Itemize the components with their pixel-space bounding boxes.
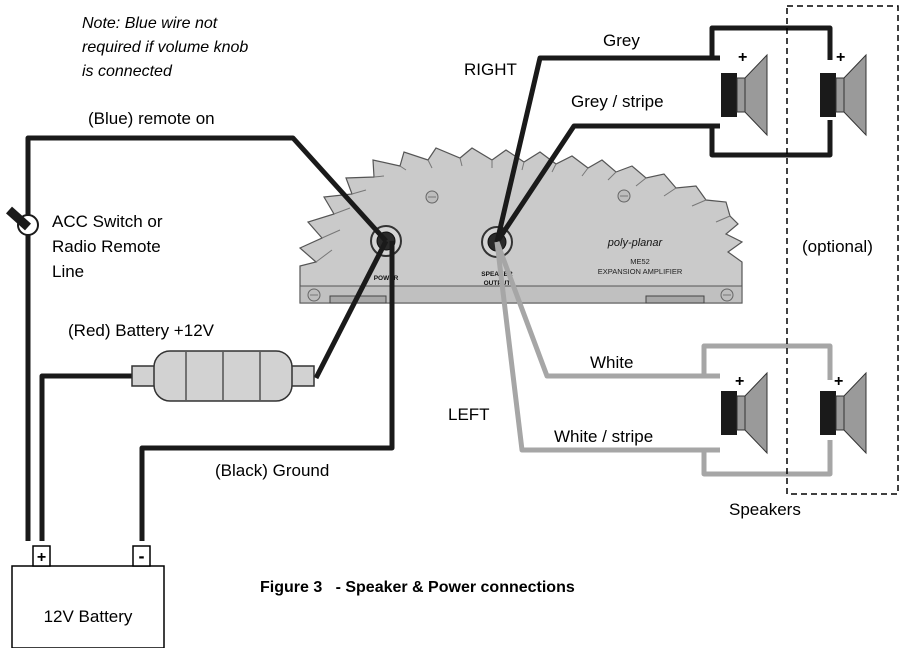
amplifier-foot-right <box>645 295 705 304</box>
speaker-wires <box>494 25 833 477</box>
white-wire-label: White <box>590 353 633 372</box>
black-wire-label: (Black) Ground <box>215 461 329 480</box>
optional-label: (optional) <box>802 237 873 256</box>
grey-stripe-wire-label: Grey / stripe <box>571 92 664 111</box>
amplifier-heatsink-fins <box>298 147 744 304</box>
amplifier-model: ME52 <box>630 257 650 266</box>
blue-remote-wire <box>25 135 388 541</box>
note-line-1: Note: Blue wire not <box>82 15 218 32</box>
grey-wire-label: Grey <box>603 31 640 50</box>
right-channel-label: RIGHT <box>464 60 517 79</box>
battery-minus-sign: - <box>139 546 145 566</box>
speakers-label: Speakers <box>729 500 801 519</box>
black-ground-wire <box>139 241 395 541</box>
power-jack-label: POWER <box>374 275 399 282</box>
speaker-right-main: + <box>721 49 768 137</box>
optional-speakers-box <box>786 5 899 495</box>
left-optional-return <box>701 440 833 477</box>
amplifier-fin-lines <box>315 157 731 263</box>
battery-label: 12V Battery <box>44 607 133 626</box>
right-optional-loop <box>709 25 833 60</box>
speaker-plus-sign: + <box>836 49 845 66</box>
right-optional-return <box>709 120 833 158</box>
red-battery-wire-to-battery <box>39 373 132 541</box>
amplifier-type: EXPANSION AMPLIFIER <box>598 267 683 276</box>
red-wire-label: (Red) Battery +12V <box>68 321 215 340</box>
battery-negative-terminal <box>132 545 151 567</box>
power-wires <box>25 135 395 541</box>
figure-caption: Figure 3 - Speaker & Power connections <box>260 579 575 596</box>
speaker-left-main: + <box>721 371 768 455</box>
grey-wire <box>494 55 720 243</box>
output-jack-label-1: SPEAKER <box>481 271 513 278</box>
speaker-plus-sign: + <box>834 373 843 390</box>
inline-fuse <box>131 350 315 402</box>
blue-wire-label: (Blue) remote on <box>88 109 215 128</box>
battery-plus-sign: + <box>37 549 46 566</box>
white-stripe-wire <box>494 241 720 453</box>
grey-stripe-wire <box>494 123 720 244</box>
acc-switch[interactable] <box>5 206 39 236</box>
acc-switch-lever <box>5 206 32 231</box>
output-jack-label-2: OUTPUT <box>484 280 511 287</box>
speaker-left-optional: + <box>820 371 867 455</box>
battery-body <box>11 565 165 649</box>
speaker-plus-sign: + <box>735 373 744 390</box>
left-channel-label: LEFT <box>448 405 490 424</box>
speaker-plus-sign: + <box>738 49 747 66</box>
acc-label-line-2: Radio Remote <box>52 237 161 256</box>
amplifier-brand: poly-planar <box>607 237 664 249</box>
left-optional-loop <box>701 343 833 380</box>
red-battery-wire <box>313 239 389 380</box>
battery-positive-terminal <box>32 545 51 567</box>
white-stripe-wire-label: White / stripe <box>554 427 653 446</box>
acc-label-line-1: ACC Switch or <box>52 212 163 231</box>
note-line-2: required if volume knob <box>82 39 248 56</box>
speaker-right-optional: + <box>820 49 867 137</box>
white-wire <box>494 241 720 379</box>
note-line-3: is connected <box>82 63 173 80</box>
battery: + - 12V Battery <box>11 545 165 649</box>
acc-label-line-3: Line <box>52 262 84 281</box>
